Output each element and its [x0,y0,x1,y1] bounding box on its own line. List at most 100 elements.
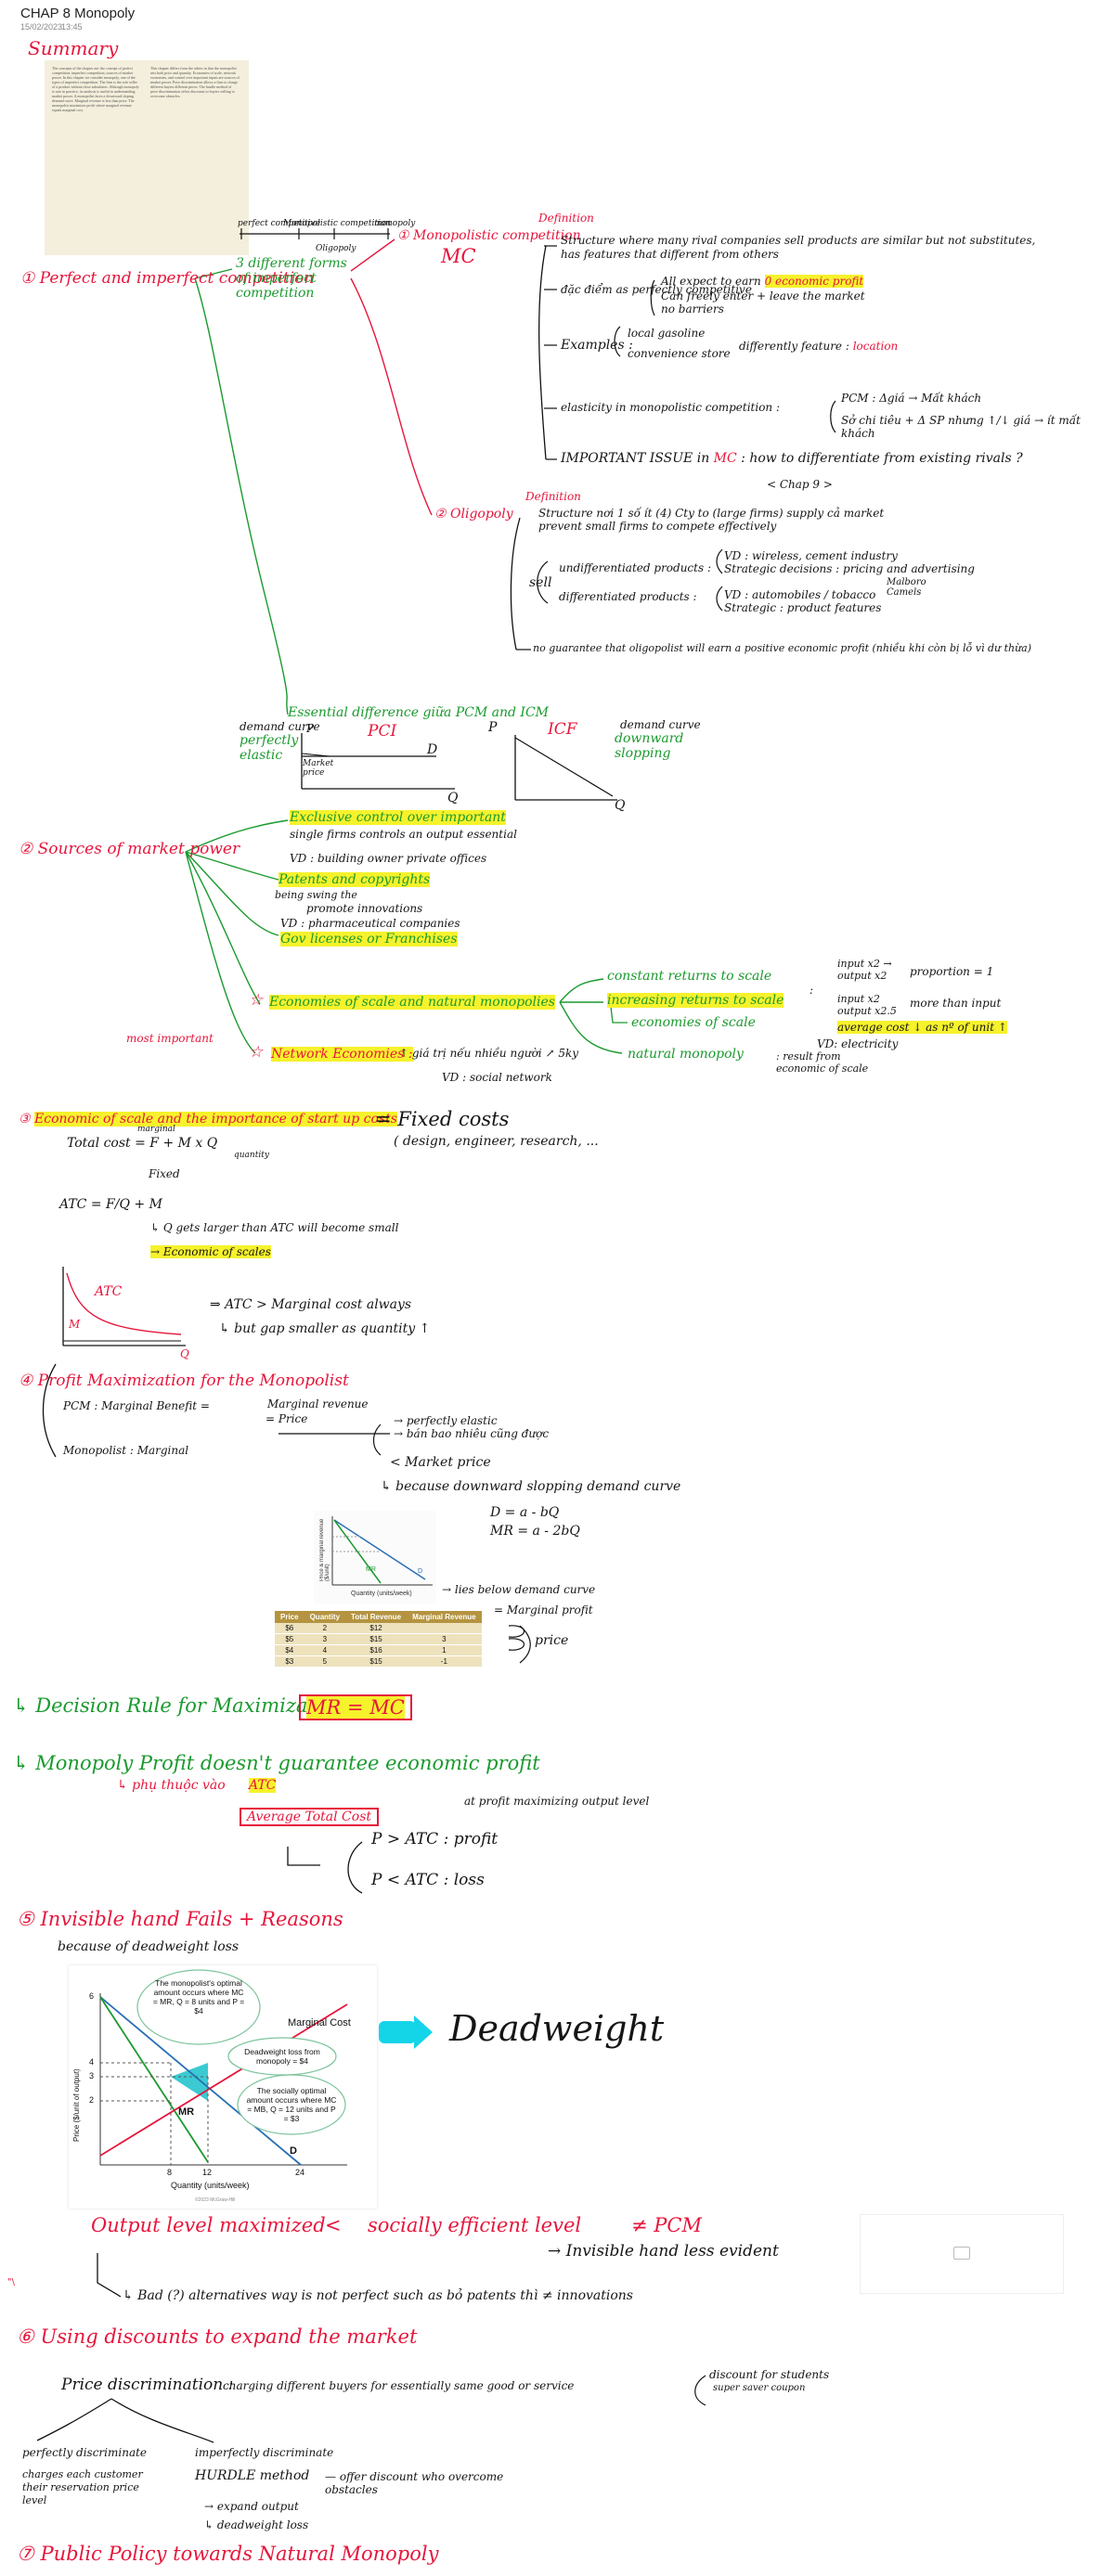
dwl-y-6: 6 [89,1991,95,2001]
section5-title: Invisible hand Fails + Reasons [40,1908,343,1930]
natural-monopoly-result: : result from economic of scale [776,1050,869,1075]
oligopoly-diff-strategy: Strategic : product features [724,601,882,614]
pci-demand-label: demand curve [240,720,320,733]
startup-fixed-costs: = Fixed costs [375,1108,510,1130]
section1-number: ① [20,269,35,288]
mr-graph-ylabel: Price & marginal revenue ($/unit) [319,1518,330,1581]
deadweight-graph-svg [99,1969,348,2166]
src-patents-text: Patents and copyrights [278,872,431,887]
pcm-icm-title: Essential difference giữa PCM and ICM [288,705,550,720]
atc-graph-label: ATC [95,1284,123,1299]
summary-heading: Summary [28,37,119,59]
src-exclusive-text: Exclusive control over important [290,810,506,825]
image-placeholder [860,2214,1064,2294]
atc-economies: → Economic of scales [150,1245,271,1258]
mc-structure-text: Structure where many rival companies sel… [561,234,1036,261]
table-cell: $5 [275,1633,304,1645]
decision-rule-equation: MR = MC [299,1694,412,1720]
deadweight-because: because of deadweight loss [58,1939,240,1954]
not-pcm: ≠ PCM [631,2214,702,2236]
table-cell: 4 [304,1644,346,1656]
src-exclusive: Exclusive control over important [290,810,506,825]
section4-title: Profit Maximization for the Monopolist [37,1372,349,1390]
src-gov-text: Gov licenses or Franchises [280,932,458,947]
deadweight-graph: The monopolist's optimal amount occurs w… [69,1965,377,2209]
socially-efficient-level: socially efficient level [368,2214,582,2236]
page-date: 15/02/2023 [20,22,63,32]
icf-p-label: P [488,720,498,735]
table-cell: 1 [407,1644,482,1656]
dwl-xlabel: Quantity (units/week) [171,2181,250,2190]
section5-heading: ⑤ Invisible hand Fails + Reasons [17,1908,343,1930]
section3-heading: ③ Economic of scale and the importance o… [19,1112,397,1127]
dwl-x-12: 12 [202,2168,213,2177]
irs-label: increasing returns to scale [607,993,784,1008]
textbook-excerpt: The concepts of the chapter are: the con… [45,60,249,255]
section5-number: ⑤ [17,1908,34,1930]
pcm-elastic: → perfectly elastic [394,1414,498,1427]
crs-label: constant returns to scale [607,969,772,984]
oligopoly-undiff-vd: VD : wireless, cement industry [724,549,898,562]
price-discrimination-label: Price discrimination : [61,2376,234,2394]
src-network-text: Network Economies : [271,1047,413,1062]
table-cell: $15 [345,1633,408,1645]
src-exclusive-vd: VD : building owner private offices [290,852,487,865]
table-cell: 5 [304,1655,346,1668]
dwl-note-loss: Deadweight loss from monopoly = $4 [244,2047,320,2066]
table-cell: $4 [275,1644,304,1656]
mr-graph-xlabel: Quantity (units/week) [351,1591,412,1597]
price-bracket-label: price [535,1633,569,1648]
invisible-hand-less: → Invisible hand less evident [548,2242,779,2260]
atc-economies-text: → Economic of scales [150,1245,271,1258]
oligopoly-diff: differentiated products : [559,590,697,603]
page-title: CHAP 8 Monopoly [20,6,136,21]
depends-atc: ATC [249,1778,277,1793]
dwl-d-label: D [290,2145,297,2157]
mc-example-store: convenience store [628,347,731,360]
section3-number: ③ [19,1112,31,1127]
scale-right-label: monopoly [374,219,416,228]
dwl-ylabel: Price ($/unit of output) [72,2068,81,2142]
mc-elasticity-label: elasticity in monopolistic competition : [561,401,780,414]
mc-example-diff-label: differently feature : [739,340,849,353]
mc-example-gasoline: local gasoline [628,327,706,340]
oligopoly-def-2: prevent small firms to compete effective… [538,520,777,533]
m-graph-label: M [69,1318,81,1331]
section6-title: Using discounts to expand the market [40,2325,418,2348]
oligopoly-diff-vd: VD : automobiles / tobacco [724,588,876,601]
mc-definition-label: Definition [538,212,594,225]
pci-elastic: elastic [240,748,283,763]
perfect-discriminate-def: charges each customer their reservation … [22,2468,143,2506]
scale-sub-label: Oligopoly [316,244,356,253]
section4-heading: ④ Profit Maximization for the Monopolist [19,1372,349,1390]
loss-case: P < ATC : loss [371,1871,485,1889]
oligopoly-heading: ② Oligopoly [434,507,513,522]
deadweight-loss-note: ↳ deadweight loss [204,2518,309,2531]
section3-title: Economic of scale and the importance of … [34,1112,397,1127]
mc-example-diff: differently feature : location [739,340,898,353]
section4-number: ④ [19,1372,33,1390]
pci-d-label: D [427,742,438,757]
src-patents-a: being swing the [275,889,357,901]
src-economies-of-scale: Economies of scale and natural monopolie… [269,995,555,1010]
oligopoly-no-guarantee: no guarantee that oligopolist will earn … [533,642,1032,654]
oligopoly-undiff: undifferentiated products : [559,561,711,574]
marginal-profit: = Marginal profit [494,1604,593,1616]
mc-feature-zero-profit-b: 0 economic profit [764,275,864,288]
icf-demand-label: demand curve [620,718,701,731]
mc-elasticity-pcm: PCM : Δgiá → Mất khách [841,392,982,405]
dwl-y-2: 2 [89,2095,95,2105]
scale-mid-label: Monopolistic competition [283,219,392,228]
eos-label: economies of scale [631,1015,756,1030]
icf-sloping: slopping [615,746,671,761]
deadweight-word: Deadweight [449,2008,665,2049]
icf-downward: downward [615,731,684,746]
most-important-note: most important [126,1032,214,1045]
crs-ratio: input x2 → output x2 [837,958,892,982]
mr-graph-mr: MR [366,1566,376,1573]
